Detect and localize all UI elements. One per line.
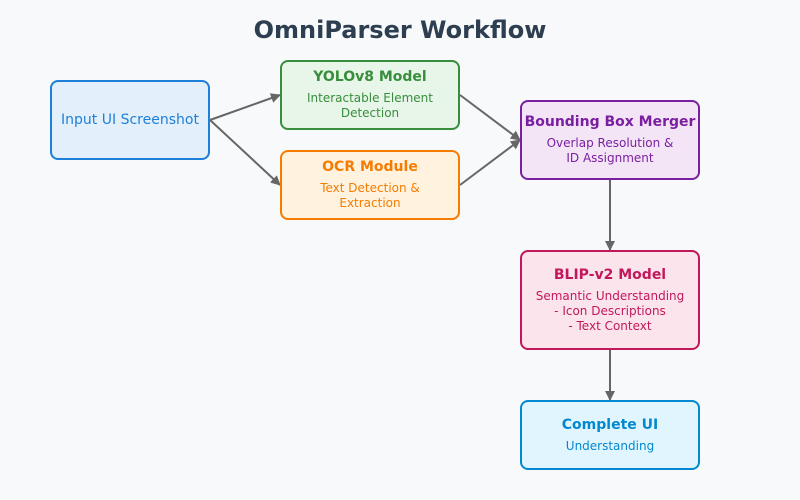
node-ocr-module: OCR Module Text Detection & Extraction: [280, 150, 460, 220]
node-label: Input UI Screenshot: [61, 111, 199, 128]
node-yolov8-model: YOLOv8 Model Interactable Element Detect…: [280, 60, 460, 130]
diagram-title: OmniParser Workflow: [253, 16, 547, 44]
edge-input-yolo: [209, 93, 281, 121]
node-subtitle: Interactable Element Detection: [306, 91, 433, 120]
node-title: Complete UI: [561, 416, 659, 433]
node-blip-v2-model: BLIP-v2 Model Semantic Understanding - I…: [520, 250, 700, 350]
node-subtitle: Text Detection & Extraction: [320, 181, 420, 210]
node-title: BLIP-v2 Model: [553, 266, 667, 283]
node-title: OCR Module: [322, 159, 418, 175]
node-title: YOLOv8 Model: [313, 69, 427, 85]
node-input-ui-screenshot: Input UI Screenshot: [50, 80, 210, 160]
node-subtitle: Understanding: [565, 438, 655, 453]
node-subtitle: Overlap Resolution & ID Assignment: [546, 136, 674, 165]
node-title: Bounding Box Merger: [524, 114, 696, 130]
edge-ocr-merger: [459, 139, 521, 186]
node-bounding-box-merger: Bounding Box Merger Overlap Resolution &…: [520, 100, 700, 180]
edge-input-ocr: [209, 119, 281, 186]
node-complete-ui: Complete UI Understanding: [520, 400, 700, 470]
edge-yolo-merger: [459, 94, 521, 141]
node-subtitle: Semantic Understanding - Icon Descriptio…: [535, 288, 685, 333]
